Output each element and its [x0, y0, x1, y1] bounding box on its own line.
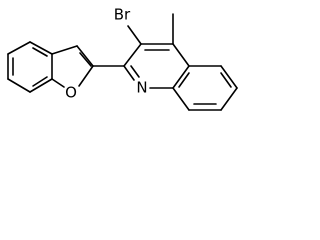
bond	[130, 65, 140, 78]
bond	[127, 25, 142, 45]
bond	[178, 72, 190, 88]
molecule-structure: Br O N	[7, 6, 238, 111]
bond	[220, 65, 238, 89]
bond	[29, 78, 53, 93]
nitrogen-atom-label: N	[136, 79, 147, 97]
bond	[220, 72, 232, 88]
bond	[51, 45, 78, 55]
atom-labels: Br O N	[65, 6, 148, 102]
bond	[29, 41, 53, 55]
bond	[32, 76, 48, 87]
bond	[123, 43, 142, 67]
bond	[76, 45, 94, 67]
bond	[7, 41, 31, 55]
bond	[78, 65, 94, 87]
bond	[123, 65, 135, 81]
bond	[220, 87, 238, 111]
bond	[7, 78, 31, 93]
bond	[79, 52, 92, 67]
bromine-atom-label: Br	[114, 6, 131, 24]
bond	[172, 43, 190, 67]
bond	[51, 78, 65, 88]
bond	[32, 47, 48, 57]
bonds	[7, 13, 238, 111]
oxygen-atom-label: O	[65, 84, 77, 102]
bond	[172, 65, 190, 89]
bond	[172, 87, 190, 111]
